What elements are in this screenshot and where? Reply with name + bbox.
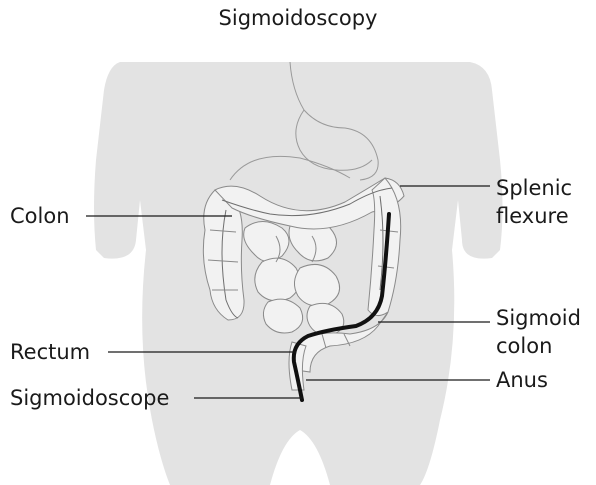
label-anus: Anus: [496, 368, 548, 392]
label-sigmoid-colon-line2: colon: [496, 334, 552, 358]
label-rectum: Rectum: [10, 340, 90, 364]
label-splenic-flexure-line1: Splenic: [496, 176, 572, 200]
label-sigmoid-colon-line1: Sigmoid: [496, 306, 581, 330]
label-sigmoidoscope: Sigmoidoscope: [10, 386, 169, 410]
label-colon: Colon: [10, 204, 70, 228]
label-splenic-flexure-line2: flexure: [496, 204, 569, 228]
